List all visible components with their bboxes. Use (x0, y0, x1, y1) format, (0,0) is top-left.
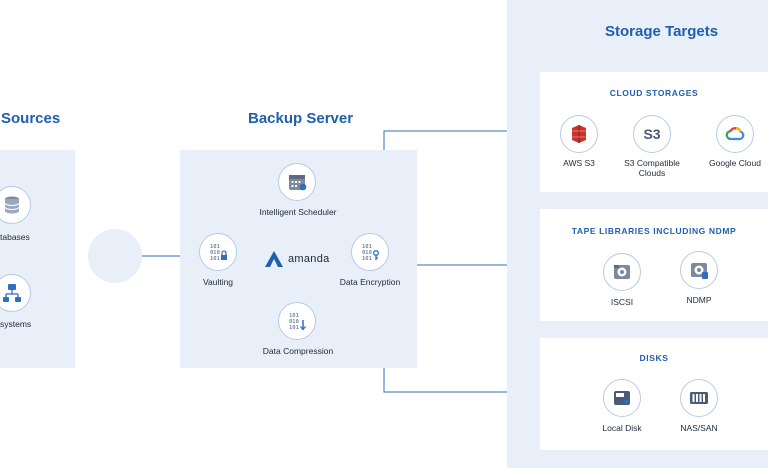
google-cloud-label: Google Cloud (709, 158, 761, 168)
ndmp-label: NDMP (686, 295, 712, 305)
cloud-storages-title: CLOUD STORAGES (609, 88, 699, 98)
svg-text:101: 101 (362, 256, 373, 262)
backup-server-title: Backup Server (248, 110, 354, 127)
storage-targets-title: Storage Targets (605, 23, 719, 40)
s3-icon: S3 (633, 115, 671, 153)
local-disk-icon (603, 379, 641, 417)
amanda-logo: amanda (264, 250, 330, 268)
svg-text:101: 101 (362, 244, 373, 250)
svg-text:010: 010 (289, 319, 299, 325)
connector-node (88, 229, 142, 283)
svg-text:101: 101 (210, 244, 221, 250)
svg-text:101: 101 (210, 256, 221, 262)
cloud-storages-card: CLOUD STORAGES AWS S3 S3 S3 Compatible C… (540, 72, 768, 192)
ndmp-icon (680, 251, 718, 289)
iscsi-label: ISCSI (610, 297, 634, 307)
nas-san-label: NAS/SAN (680, 423, 718, 433)
calendar-icon (278, 163, 316, 201)
nas-san-icon (680, 379, 718, 417)
tape-libraries-title: TAPE LIBRARIES INCLUDING NDMP (571, 226, 737, 236)
feature-label-vaulting: Vaulting (202, 277, 234, 287)
sources-item-label: systems (0, 319, 32, 329)
iscsi-icon (603, 253, 641, 291)
local-disk-label: Local Disk (602, 423, 642, 433)
amanda-logo-mark-icon (265, 251, 283, 267)
aws-s3-label: AWS S3 (563, 158, 595, 168)
tape-libraries-card: TAPE LIBRARIES INCLUDING NDMP ISCSI NDMP (540, 209, 768, 321)
s3-icon-text: S3 (643, 126, 661, 142)
feature-label-scheduler: Intelligent Scheduler (259, 207, 337, 217)
amanda-logo-text: amanda (288, 253, 330, 265)
svg-text:010: 010 (362, 250, 372, 256)
database-icon (0, 186, 31, 224)
aws-s3-icon (560, 115, 598, 153)
sources-item-label: tabases (0, 232, 30, 242)
svg-text:101: 101 (289, 325, 300, 331)
svg-text:101: 101 (289, 313, 300, 319)
google-cloud-icon (716, 115, 754, 153)
disks-card: DISKS Local Disk NAS/SAN (540, 338, 768, 450)
svg-text:010: 010 (210, 250, 220, 256)
file-systems-icon (0, 274, 31, 312)
sources-title: Sources (1, 110, 61, 127)
feature-label-compression: Data Compression (262, 346, 334, 356)
feature-label-encryption: Data Encryption (339, 277, 401, 287)
s3-compatible-label: S3 Compatible Clouds (624, 158, 680, 178)
sources-panel: tabases systems (0, 150, 75, 368)
disks-title: DISKS (639, 353, 669, 363)
